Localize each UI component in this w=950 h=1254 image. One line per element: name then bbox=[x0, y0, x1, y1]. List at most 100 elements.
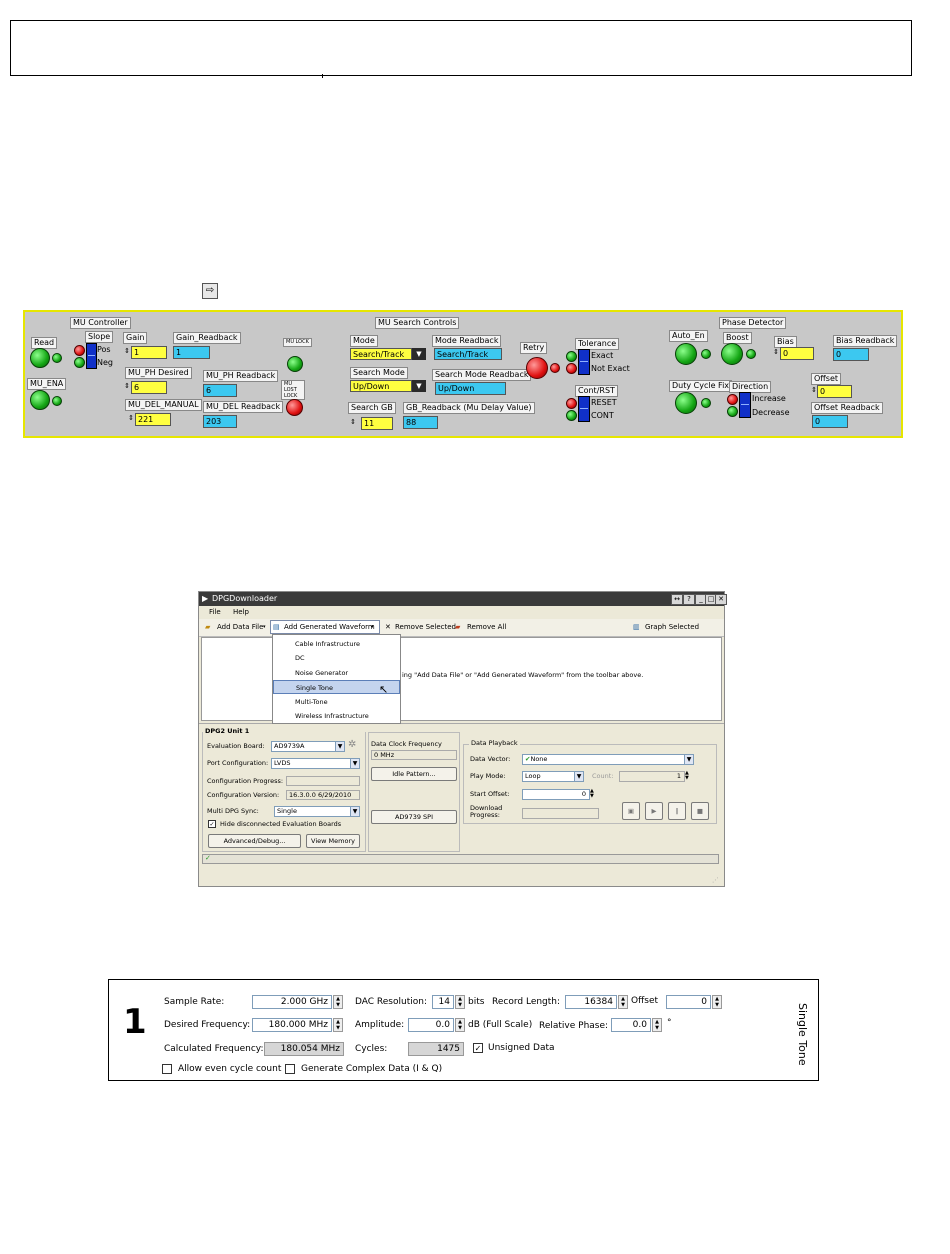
menu-bar: File Help bbox=[199, 606, 724, 618]
ad9739-spi-button[interactable]: AD9739 SPI bbox=[371, 810, 457, 824]
boost-button[interactable] bbox=[721, 343, 743, 365]
remove-all-button[interactable]: Remove All bbox=[467, 623, 507, 631]
amplitude-input[interactable]: 0.0 bbox=[408, 1018, 454, 1032]
data-vector-select[interactable]: ✔None▼ bbox=[522, 754, 694, 765]
slope-neg-led bbox=[74, 357, 85, 368]
stop-icon[interactable]: ■ bbox=[691, 802, 709, 820]
mu-ph-desired-input[interactable]: 6 bbox=[131, 381, 167, 394]
help-icon[interactable]: ? bbox=[683, 594, 695, 605]
record-length-spinner[interactable]: ▲▼ bbox=[618, 995, 628, 1009]
mu-ena-button[interactable] bbox=[30, 390, 50, 410]
port-config-chevron-down-icon: ▼ bbox=[350, 759, 359, 768]
generate-complex-checkbox[interactable] bbox=[285, 1064, 295, 1074]
slope-switch[interactable] bbox=[86, 343, 97, 369]
start-offset-spinner[interactable]: ▲▼ bbox=[590, 788, 594, 799]
mode-dropdown-icon[interactable]: ▼ bbox=[412, 348, 426, 360]
record-length-input[interactable]: 16384 bbox=[565, 995, 617, 1009]
search-gb-spinner[interactable]: ⇕ bbox=[350, 418, 356, 426]
duty-cycle-fix-button[interactable] bbox=[675, 392, 697, 414]
config-progress-label: Configuration Progress: bbox=[207, 777, 284, 785]
tol-not-exact-led bbox=[566, 363, 577, 374]
cont-rst-switch[interactable] bbox=[578, 396, 590, 422]
advanced-debug-button[interactable]: Advanced/Debug... bbox=[208, 834, 301, 848]
menu-item-cable-infrastructure[interactable]: Cable Infrastructure bbox=[295, 640, 360, 648]
add-data-file-chevron-icon[interactable]: ▾ bbox=[263, 624, 266, 630]
mu-ena-indicator bbox=[52, 396, 62, 406]
gain-input[interactable]: 1 bbox=[131, 346, 167, 359]
relative-phase-label: Relative Phase: bbox=[539, 1021, 609, 1031]
menu-item-noise-generator[interactable]: Noise Generator bbox=[295, 669, 349, 677]
allow-even-cycle-checkbox[interactable] bbox=[162, 1064, 172, 1074]
close-icon[interactable]: ✕ bbox=[715, 594, 727, 605]
data-vector-chevron-down-icon: ▼ bbox=[684, 755, 693, 764]
offset-label: Offset bbox=[631, 996, 659, 1006]
multi-dpg-sync-select[interactable]: Single▼ bbox=[274, 806, 360, 817]
single-tone-panel: 1 Single Tone Sample Rate: 2.000 GHz ▲▼ … bbox=[108, 979, 819, 1081]
mu-del-spinner[interactable]: ⇕ bbox=[128, 414, 134, 422]
tol-not-exact-text: Not Exact bbox=[591, 364, 630, 373]
desired-frequency-spinner[interactable]: ▲▼ bbox=[333, 1018, 343, 1032]
gain-readback-label: Gain_Readback bbox=[173, 332, 241, 344]
menu-item-dc[interactable]: DC bbox=[295, 654, 305, 662]
start-offset-input[interactable]: 0 bbox=[522, 789, 590, 800]
dac-resolution-spinner[interactable]: ▲▼ bbox=[455, 995, 465, 1009]
menu-file[interactable]: File bbox=[209, 608, 221, 616]
bias-spinner[interactable]: ⇕ bbox=[773, 348, 779, 356]
gain-spinner[interactable]: ⇕ bbox=[124, 347, 130, 355]
run-arrow-icon[interactable]: ⇨ bbox=[202, 283, 218, 299]
mu-del-manual-input[interactable]: 221 bbox=[135, 413, 171, 426]
offset-spinner[interactable]: ▲▼ bbox=[712, 995, 722, 1009]
remove-all-icon: ▰ bbox=[455, 623, 461, 631]
offset-input[interactable]: 0 bbox=[666, 995, 711, 1009]
mode-select[interactable]: Search/Track bbox=[350, 348, 412, 360]
play-mode-select[interactable]: Loop▼ bbox=[522, 771, 584, 782]
idle-pattern-button[interactable]: Idle Pattern... bbox=[371, 767, 457, 781]
search-mode-dropdown-icon[interactable]: ▼ bbox=[412, 380, 426, 392]
mu-ph-readback-label: MU_PH Readback bbox=[203, 370, 279, 382]
refresh-gear-icon[interactable]: ✲ bbox=[348, 739, 357, 750]
resize-grip-icon[interactable]: ⋰ bbox=[712, 876, 719, 884]
remove-selected-button[interactable]: Remove Selected bbox=[395, 623, 456, 631]
retry-button[interactable] bbox=[526, 357, 548, 379]
tolerance-switch[interactable] bbox=[578, 349, 590, 375]
desired-frequency-input[interactable]: 180.000 MHz bbox=[252, 1018, 332, 1032]
eval-board-select[interactable]: AD9739A▼ bbox=[271, 741, 345, 752]
port-config-select[interactable]: LVDS▼ bbox=[271, 758, 360, 769]
amplitude-spinner[interactable]: ▲▼ bbox=[455, 1018, 465, 1032]
view-memory-button[interactable]: View Memory bbox=[306, 834, 360, 848]
start-offset-label: Start Offset: bbox=[470, 790, 510, 798]
offset-input[interactable]: 0 bbox=[817, 385, 852, 398]
resize-icon[interactable]: ↔ bbox=[671, 594, 683, 605]
bias-input[interactable]: 0 bbox=[780, 347, 814, 360]
unsigned-data-checkbox[interactable]: ✓ bbox=[473, 1043, 483, 1053]
menu-item-single-tone[interactable]: Single Tone bbox=[273, 680, 400, 694]
relative-phase-input[interactable]: 0.0 bbox=[611, 1018, 651, 1032]
add-data-file-button[interactable]: Add Data File bbox=[217, 623, 264, 631]
sample-rate-input[interactable]: 2.000 GHz bbox=[252, 995, 332, 1009]
dac-resolution-input[interactable]: 14 bbox=[432, 995, 454, 1009]
sample-rate-spinner[interactable]: ▲▼ bbox=[333, 995, 343, 1009]
search-mode-readback-label: Search Mode Readback bbox=[432, 369, 532, 381]
auto-en-button[interactable] bbox=[675, 343, 697, 365]
menu-item-multi-tone[interactable]: Multi-Tone bbox=[295, 698, 328, 706]
cont-rst-label: Cont/RST bbox=[575, 385, 618, 397]
mu-ph-spinner[interactable]: ⇕ bbox=[124, 382, 130, 390]
pause-icon[interactable]: ‖ bbox=[668, 802, 686, 820]
download-icon[interactable]: ▣ bbox=[622, 802, 640, 820]
increase-led bbox=[727, 394, 738, 405]
mu-ph-readback-field: 6 bbox=[203, 384, 237, 397]
menu-help[interactable]: Help bbox=[233, 608, 249, 616]
unit-separator bbox=[199, 723, 724, 724]
read-button[interactable] bbox=[30, 348, 50, 368]
play-icon[interactable]: ▶ bbox=[645, 802, 663, 820]
offset-spinner[interactable]: ⇕ bbox=[811, 386, 817, 394]
direction-switch[interactable] bbox=[739, 392, 751, 418]
search-gb-input[interactable]: 11 bbox=[361, 417, 393, 430]
search-mode-select[interactable]: Up/Down bbox=[350, 380, 412, 392]
menu-item-wireless-infrastructure[interactable]: Wireless Infrastructure bbox=[295, 712, 369, 720]
hide-disconnected-checkbox[interactable]: ✓ bbox=[208, 820, 216, 828]
relative-phase-spinner[interactable]: ▲▼ bbox=[652, 1018, 662, 1032]
degree-label: ° bbox=[667, 1018, 672, 1028]
db-full-scale-label: dB (Full Scale) bbox=[468, 1020, 533, 1030]
add-generated-waveform-button[interactable]: ▤ Add Generated Waveform ▾ bbox=[270, 620, 380, 634]
